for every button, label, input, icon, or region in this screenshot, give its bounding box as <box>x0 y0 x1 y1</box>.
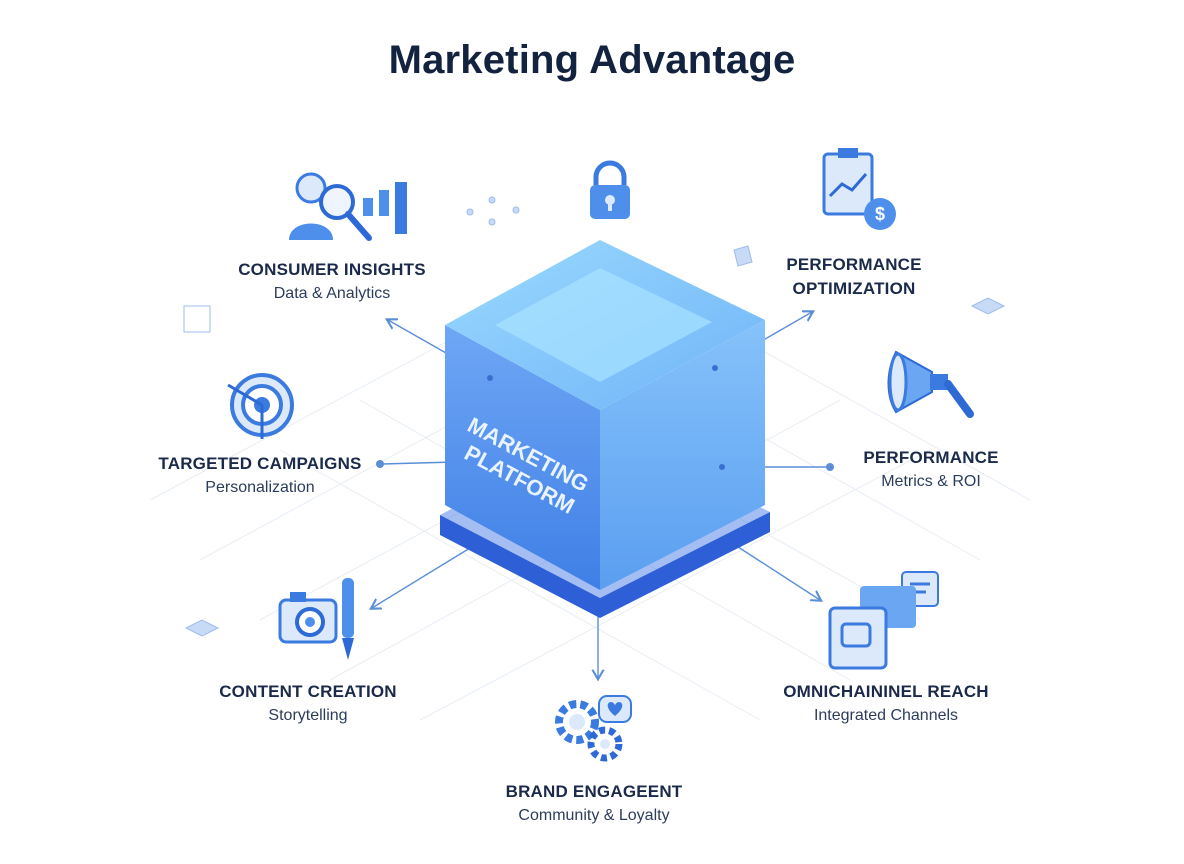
node-consumer-insights: CONSUMER INSIGHTS Data & Analytics <box>212 258 452 306</box>
decorative-shapes <box>183 196 1006 637</box>
chat-screens-icon <box>828 571 939 670</box>
node-heading-line2: OPTIMIZATION <box>792 279 916 298</box>
cube-left-face <box>445 325 600 590</box>
node-heading: TARGETED CAMPAIGNS <box>158 454 362 473</box>
node-brand-engagement: BRAND ENGAGEENT Community & Loyalty <box>474 780 714 828</box>
magnifier-person-icon <box>289 172 407 241</box>
megaphone-icon <box>887 350 974 418</box>
node-heading: PERFORMANCE <box>863 448 999 467</box>
node-targeted-campaigns: TARGETED CAMPAIGNS Personalization <box>140 452 380 500</box>
node-heading: CONSUMER INSIGHTS <box>238 260 426 279</box>
node-heading: OMNICHAININEL REACH <box>783 682 989 701</box>
gears-heart-icon <box>555 695 632 762</box>
node-subheading: Storytelling <box>268 707 348 724</box>
node-heading: PERFORMANCE <box>786 255 922 274</box>
node-subheading: Data & Analytics <box>273 285 391 302</box>
chart-clipboard-icon: $ <box>822 148 896 230</box>
node-performance-optimization: PERFORMANCE OPTIMIZATION <box>744 253 964 301</box>
node-omnichannel-reach: OMNICHAININEL REACH Integrated Channels <box>756 680 1016 728</box>
target-icon <box>227 373 294 439</box>
svg-text:$: $ <box>875 204 885 224</box>
node-subheading: Personalization <box>205 479 315 496</box>
arrow-dot-targeted <box>376 460 384 468</box>
lock-icon <box>590 160 630 219</box>
arrow-dot-metrics <box>826 463 834 471</box>
camera-pen-icon <box>278 578 354 660</box>
cube-base-plate <box>440 512 770 618</box>
node-subheading: Community & Loyalty <box>518 807 670 824</box>
arrow-content-creation <box>372 547 471 608</box>
arrow-omnichannel <box>734 544 820 600</box>
node-performance-metrics: PERFORMANCE Metrics & ROI <box>816 446 1046 494</box>
page-title: Marketing Advantage <box>388 38 796 82</box>
node-heading: BRAND ENGAGEENT <box>505 782 683 801</box>
node-subheading: Integrated Channels <box>813 707 959 724</box>
marketing-platform-cube <box>440 240 770 618</box>
node-subheading: Metrics & ROI <box>881 473 981 490</box>
arrow-targeted-campaigns <box>381 461 456 465</box>
node-heading: CONTENT CREATION <box>219 682 397 701</box>
node-content-creation: CONTENT CREATION Storytelling <box>188 680 428 728</box>
cube-top-inset <box>495 268 712 382</box>
